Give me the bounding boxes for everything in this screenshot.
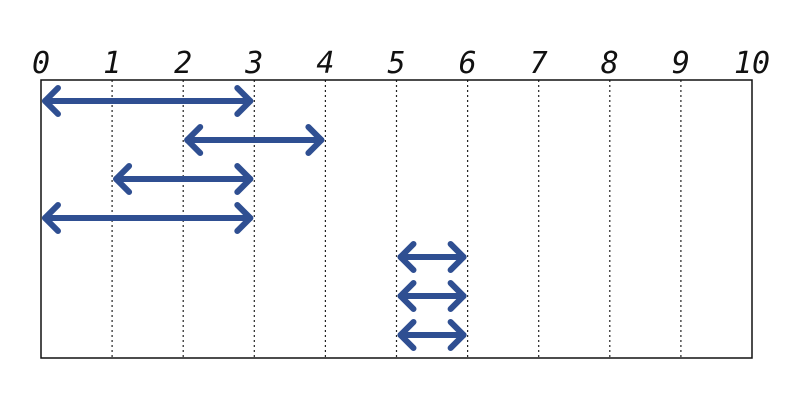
right-arrowhead — [447, 241, 467, 273]
right-arrowhead — [447, 319, 467, 351]
interval-arrow — [397, 280, 467, 312]
interval-arrow — [397, 241, 467, 273]
axis-tick-label: 8 — [601, 46, 619, 81]
left-arrowhead — [184, 124, 204, 156]
axis-tick-label: 10 — [734, 46, 770, 81]
axis-tick-label: 6 — [459, 46, 477, 81]
right-arrowhead — [234, 85, 254, 117]
interval-arrow — [113, 163, 254, 195]
axis-tick-label: 2 — [174, 46, 192, 81]
gridlines — [111, 80, 682, 358]
axis-tick-labels: 0 1 2 3 4 5 6 7 8 9 10 — [32, 46, 770, 81]
left-arrowhead — [397, 241, 417, 273]
axis-tick-label: 3 — [244, 46, 263, 81]
interval-arrows — [42, 85, 467, 351]
right-arrowhead — [305, 124, 325, 156]
axis-tick-label: 0 — [32, 46, 50, 81]
axis-tick-label: 5 — [387, 46, 405, 81]
left-arrowhead — [113, 163, 133, 195]
interval-arrow — [184, 124, 325, 156]
interval-arrow — [42, 202, 254, 234]
plot-frame — [40, 79, 753, 359]
left-arrowhead — [42, 202, 61, 234]
left-arrowhead — [397, 280, 417, 312]
left-arrowhead — [397, 319, 417, 351]
axis-tick-label: 9 — [672, 46, 690, 81]
axis-tick-label: 7 — [530, 46, 548, 81]
left-arrowhead — [42, 85, 61, 117]
right-arrowhead — [447, 280, 467, 312]
right-arrowhead — [234, 163, 254, 195]
right-arrowhead — [234, 202, 254, 234]
interval-arrow — [397, 319, 467, 351]
axis-tick-label: 4 — [316, 46, 334, 81]
interval-arrow — [42, 85, 254, 117]
axis-tick-label: 1 — [103, 46, 121, 81]
